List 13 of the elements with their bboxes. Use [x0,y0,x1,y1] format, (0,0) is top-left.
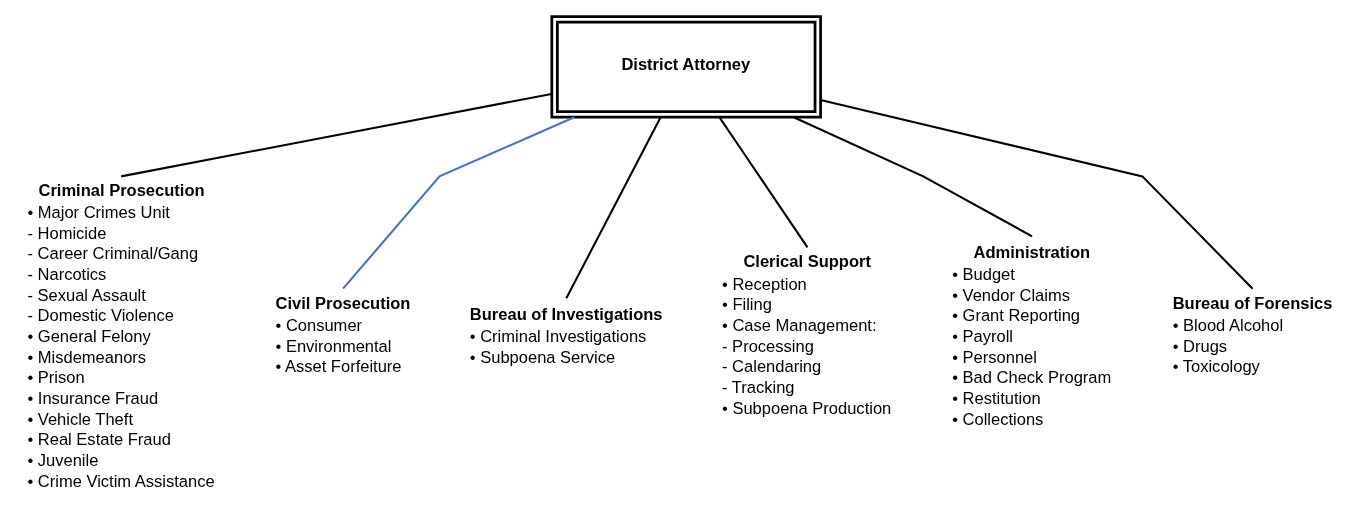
connector [718,116,809,248]
node-text: Bureau of Investigations • Criminal Investigations • Subpoena Service [469,304,663,367]
node-text: Administration • Budget • Vendor Claims • Grant Reporting • Payroll • Personnel • Bad Check Program • Restitution • Collections [952,242,1112,429]
connector [820,99,1254,290]
connector [793,116,1033,238]
node-text: Clerical Support • Reception • Filing • Case Management: - Processing - Calendaring - Tracking • Subpoena Production [722,252,892,418]
node-text: Bureau of Forensics • Blood Alcohol • Drugs • Toxicology [1172,293,1333,377]
node-text: Criminal Prosecution • Major Crimes Unit - Homicide - Career Criminal/Gang - Narcotics - Sexual Assault - Domestic Violence • General Felony • Misdemeanors • Prison • Insurance Fraud • Vehicle Theft • Real Estate Fraud • Juvenile • Crime Victim Assistance [27,180,215,491]
connector [342,116,575,290]
connector [565,117,662,299]
node-text: Civil Prosecution • Consumer • Environmental • Asset Forfeiture [275,293,411,377]
connector [120,92,552,178]
node-box: District Attorney [550,15,822,119]
